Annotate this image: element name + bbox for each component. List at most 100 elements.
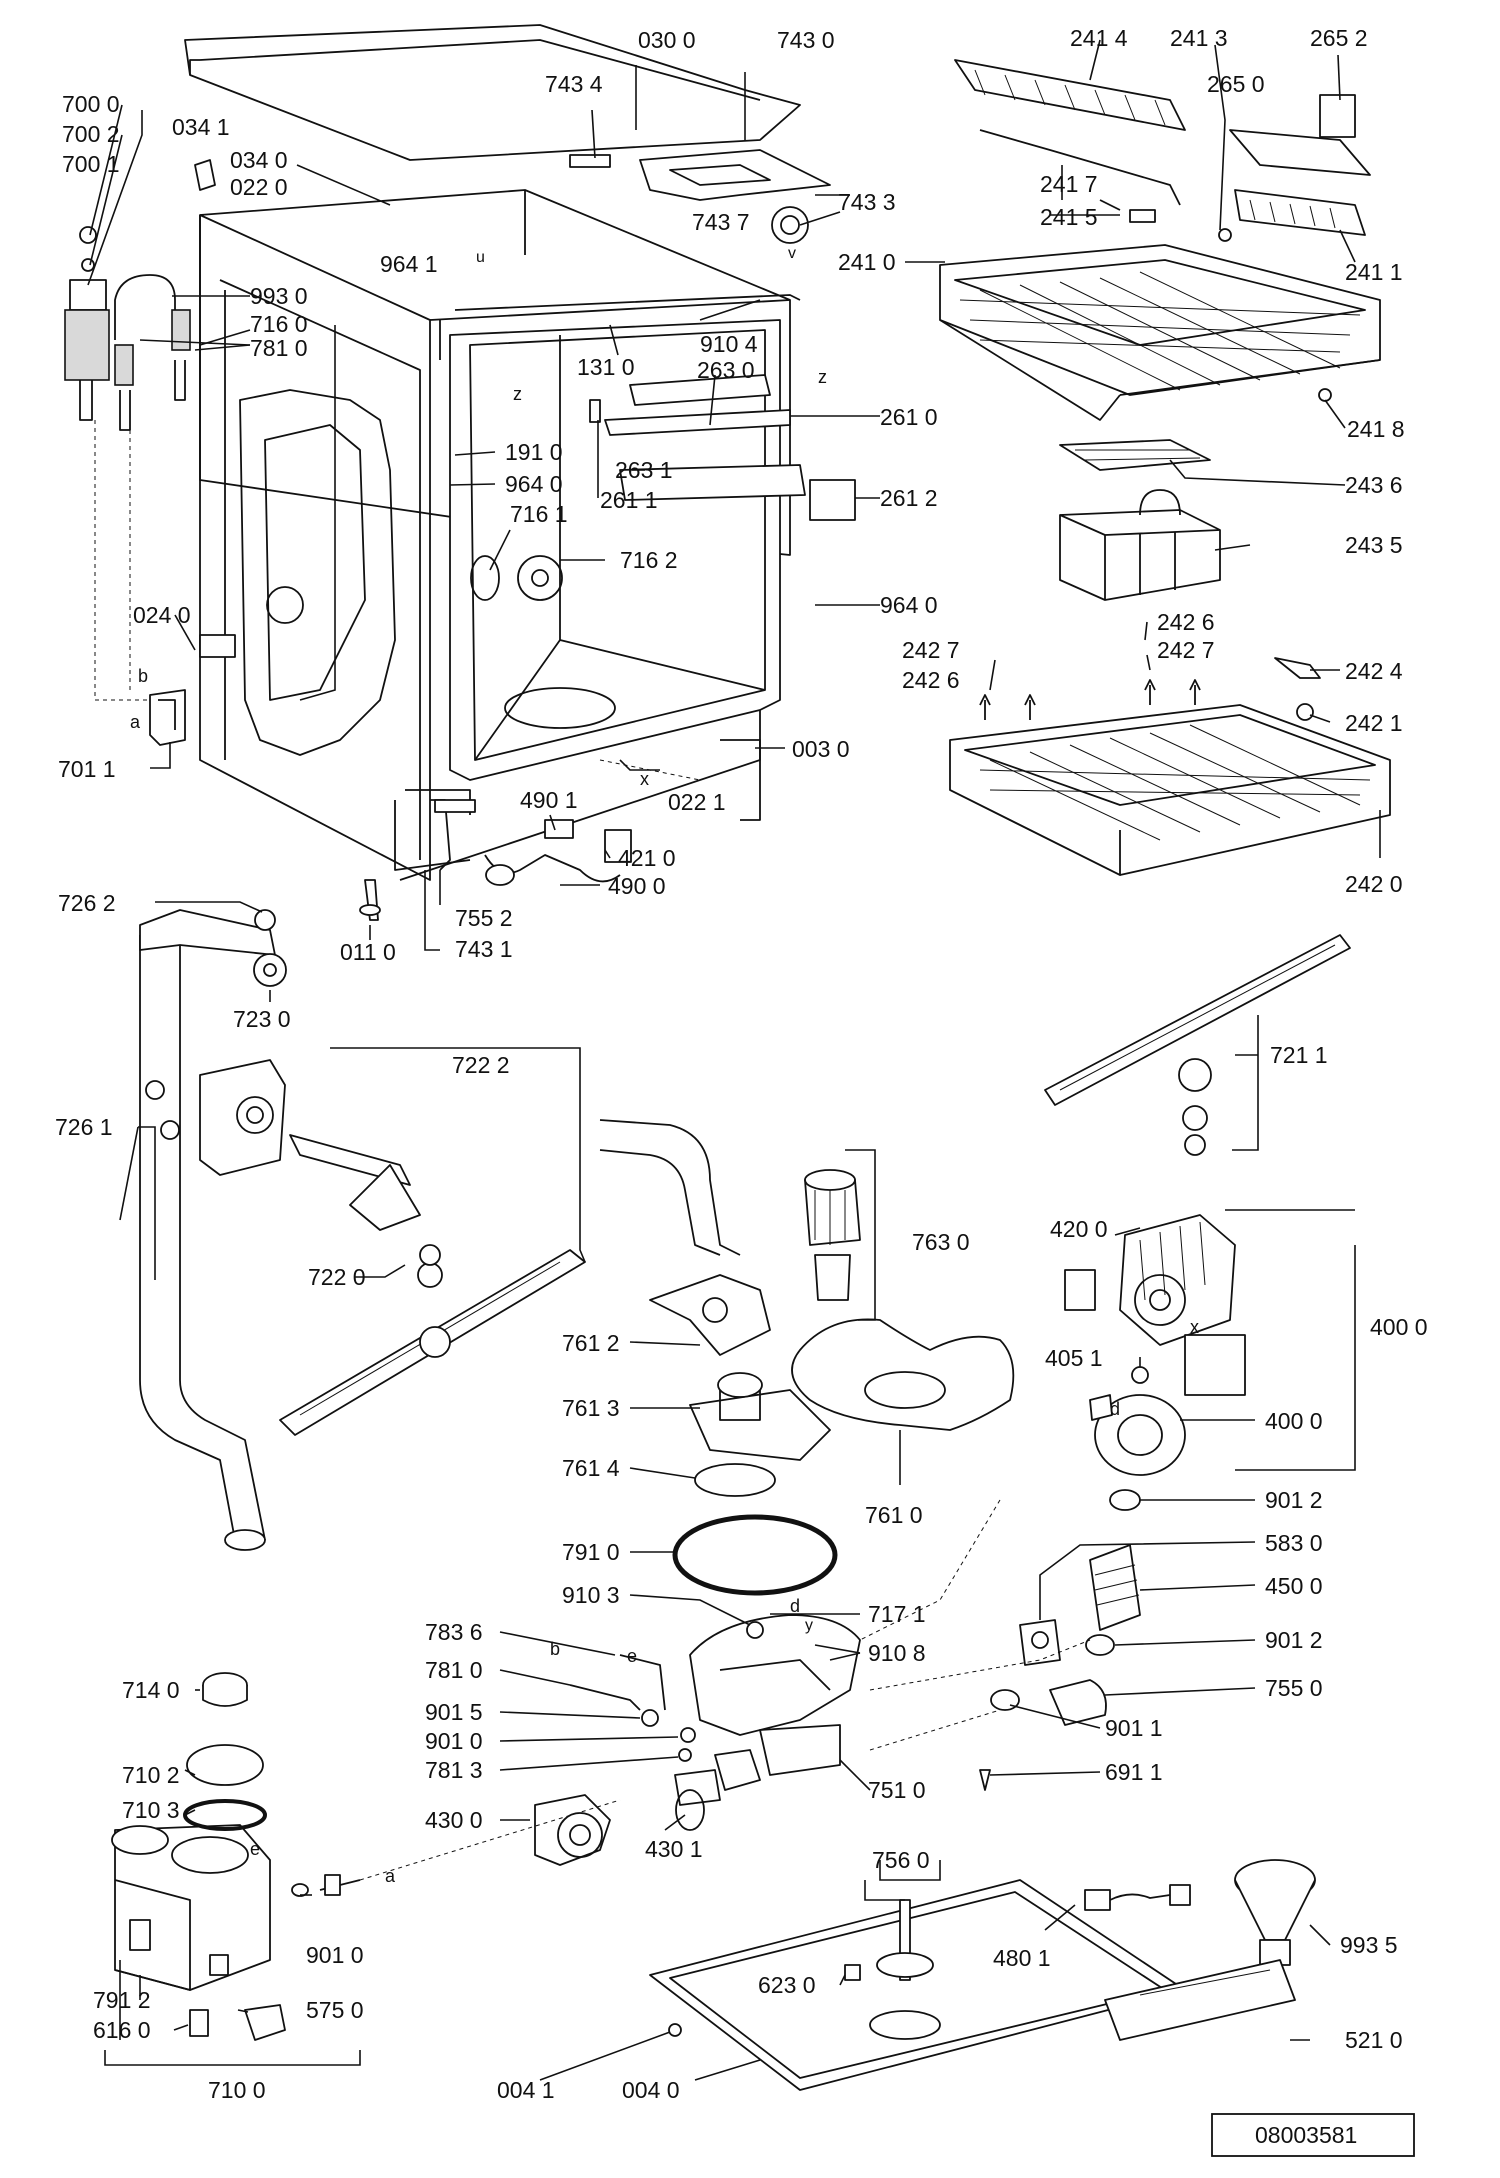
label-480-1: 480 1 — [993, 1945, 1051, 1971]
lower-basket-242 — [949, 679, 1391, 876]
label-261-2: 261 2 — [880, 485, 938, 511]
bracket-265 — [1218, 94, 1371, 242]
label-761-0: 761 0 — [865, 1502, 923, 1528]
bracket-024-0 — [199, 634, 236, 658]
label-717-1: 717 1 — [868, 1601, 926, 1627]
letter-markers: b a z z x x d d e b e y a u v — [130, 245, 1199, 1886]
filter-plate-761-0 — [791, 1318, 1015, 1431]
seal-405-1 — [1131, 1366, 1149, 1384]
label-743-4: 743 4 — [545, 71, 603, 97]
label-011-0: 011 0 — [340, 939, 396, 965]
label-241-0: 241 0 — [838, 249, 896, 275]
label-241-1: 241 1 — [1345, 259, 1403, 285]
label-723-0: 723 0 — [233, 1006, 291, 1032]
label-400-0-a: 400 0 — [1370, 1314, 1428, 1340]
label-716-0: 716 0 — [250, 311, 308, 337]
label-901-5: 901 5 — [425, 1699, 483, 1725]
letter-e-1: e — [627, 1646, 637, 1666]
letter-u-1: u — [476, 249, 485, 266]
seal-761-4 — [694, 1463, 776, 1497]
lower-spray-arm-722-0 — [279, 1244, 586, 1436]
funnel-993-5 — [1234, 1859, 1316, 1966]
dashed-connectors — [94, 420, 1091, 1881]
cup-rack-241-4 — [954, 59, 1186, 131]
inner-tub — [449, 319, 781, 781]
label-421-0: 421 0 — [618, 845, 676, 871]
label-726-2: 726 2 — [58, 890, 116, 916]
label-761-4: 761 4 — [562, 1455, 620, 1481]
rail-parts-261-263 — [589, 374, 856, 521]
letter-x-2: x — [1190, 1317, 1199, 1337]
letter-a-1: a — [130, 712, 141, 732]
label-575-0: 575 0 — [306, 1997, 364, 2023]
letter-e-2: e — [250, 1839, 260, 1859]
cutlery-basket-243-5 — [1059, 489, 1221, 601]
label-242-7-b: 242 7 — [902, 637, 960, 663]
parts-616-575 — [189, 2004, 286, 2041]
label-761-2: 761 2 — [562, 1330, 620, 1356]
label-003-0: 003 0 — [792, 736, 850, 762]
label-781-0: 781 0 — [250, 335, 308, 361]
document-number-box: 08003581 — [1211, 2113, 1415, 2157]
label-901-0-b: 901 0 — [306, 1942, 364, 1968]
label-024-0: 024 0 — [133, 602, 191, 628]
stop-241-8 — [1318, 388, 1332, 402]
label-243-5: 243 5 — [1345, 532, 1403, 558]
label-242-4: 242 4 — [1345, 658, 1403, 684]
label-420-0: 420 0 — [1050, 1216, 1108, 1242]
label-131-0: 131 0 — [577, 354, 635, 380]
label-710-3: 710 3 — [122, 1797, 180, 1823]
label-405-1: 405 1 — [1045, 1345, 1103, 1371]
label-910-4: 910 4 — [700, 331, 758, 357]
label-716-2: 716 2 — [620, 547, 678, 573]
label-756-0: 756 0 — [872, 1847, 930, 1873]
worktop-030-0 — [184, 24, 801, 161]
label-910-3: 910 3 — [562, 1582, 620, 1608]
label-243-6: 243 6 — [1345, 472, 1403, 498]
label-691-1: 691 1 — [1105, 1759, 1163, 1785]
label-263-1: 263 1 — [615, 457, 673, 483]
label-743-7: 743 7 — [692, 209, 750, 235]
part-labels: 030 0 743 0 241 4 241 3 265 2 700 0 700 … — [55, 25, 1428, 2103]
label-616-0: 616 0 — [93, 2017, 151, 2043]
label-700-1: 700 1 — [62, 151, 120, 177]
letter-y-1: y — [805, 1617, 813, 1634]
label-265-2: 265 2 — [1310, 25, 1368, 51]
clamp-901-0 — [680, 1727, 696, 1743]
letter-b-1: b — [138, 666, 148, 686]
label-265-0: 265 0 — [1207, 71, 1265, 97]
elbow-755-0 — [990, 1679, 1107, 1726]
label-993-5: 993 5 — [1340, 1932, 1398, 1958]
label-743-3: 743 3 — [838, 189, 896, 215]
spring-781-3 — [678, 1748, 692, 1762]
label-241-4: 241 4 — [1070, 25, 1128, 51]
label-910-8: 910 8 — [868, 1640, 926, 1666]
label-901-2-a: 901 2 — [1265, 1487, 1323, 1513]
label-700-2: 700 2 — [62, 121, 120, 147]
label-751-0: 751 0 — [868, 1777, 926, 1803]
spray-arm-mount-761-2 — [649, 1274, 771, 1356]
label-714-0: 714 0 — [122, 1677, 180, 1703]
label-034-1: 034 1 — [172, 114, 230, 140]
label-761-3: 761 3 — [562, 1395, 620, 1421]
label-721-1: 721 1 — [1270, 1042, 1328, 1068]
clamp-901-5 — [641, 1709, 659, 1727]
drain-pump-430 — [534, 1789, 705, 1866]
bracket-701-1 — [149, 689, 186, 746]
overflow-cover-743 — [569, 149, 831, 244]
hose-783-6 — [619, 1654, 666, 1711]
label-241-8: 241 8 — [1347, 416, 1405, 442]
label-722-0: 722 0 — [308, 1264, 366, 1290]
label-781-3: 781 3 — [425, 1757, 483, 1783]
base-plate-004-0 — [649, 1879, 1186, 2091]
label-261-1: 261 1 — [600, 487, 658, 513]
nut-723-0 — [253, 909, 287, 987]
letter-v-1: v — [788, 245, 796, 262]
letter-x-1: x — [640, 769, 649, 789]
label-191-0: 191 0 — [505, 439, 563, 465]
label-623-0: 623 0 — [758, 1972, 816, 1998]
label-763-0: 763 0 — [912, 1229, 970, 1255]
clip-034-1 — [194, 159, 216, 191]
